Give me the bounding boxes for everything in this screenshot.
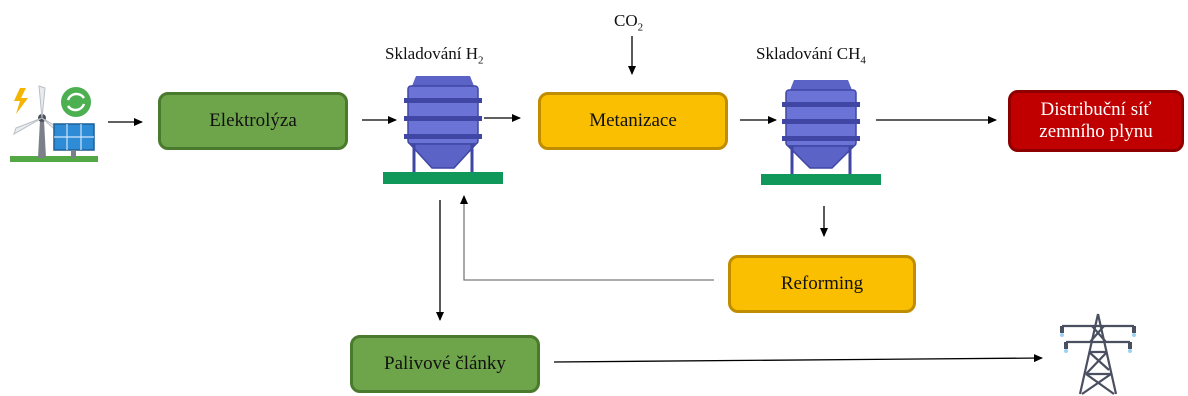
- storage-ch4-label: Skladování CH4: [756, 44, 866, 66]
- arrow-reforming-to-storage-h2: [460, 195, 714, 281]
- elektrolyza-node: Elektrolýza: [158, 92, 348, 150]
- distribucni-sit-node: Distribuční síť zemního plynu: [1008, 90, 1184, 152]
- distribucni-sit-label: Distribuční síť zemního plynu: [1039, 99, 1153, 142]
- arrow-palivove-clanky-to-grid: [553, 354, 1043, 363]
- elektrolyza-label: Elektrolýza: [209, 110, 297, 132]
- palivove-clanky-label: Palivové články: [384, 353, 506, 375]
- co2-label: CO2: [614, 11, 643, 33]
- palivove-clanky-node: Palivové články: [350, 335, 540, 393]
- storage-ch4-text: Skladování CH: [756, 44, 861, 63]
- reforming-label: Reforming: [780, 273, 864, 295]
- co2-subscript: 2: [637, 21, 644, 34]
- storage-h2-label: Skladování H2: [385, 44, 484, 66]
- storage-ch4-silo-icon: [761, 80, 881, 185]
- power-pylon-icon: [1060, 313, 1136, 395]
- reforming-node: Reforming: [728, 255, 916, 313]
- storage-h2-silo-icon: [383, 76, 503, 184]
- metanizace-label: Metanizace: [589, 110, 677, 132]
- renewable-energy-icon: [10, 85, 98, 162]
- storage-h2-subscript: 2: [478, 54, 484, 67]
- storage-ch4-subscript: 4: [860, 54, 866, 67]
- co2-text: CO: [614, 11, 638, 30]
- storage-h2-text: Skladování H: [385, 44, 479, 63]
- metanizace-node: Metanizace: [538, 92, 728, 150]
